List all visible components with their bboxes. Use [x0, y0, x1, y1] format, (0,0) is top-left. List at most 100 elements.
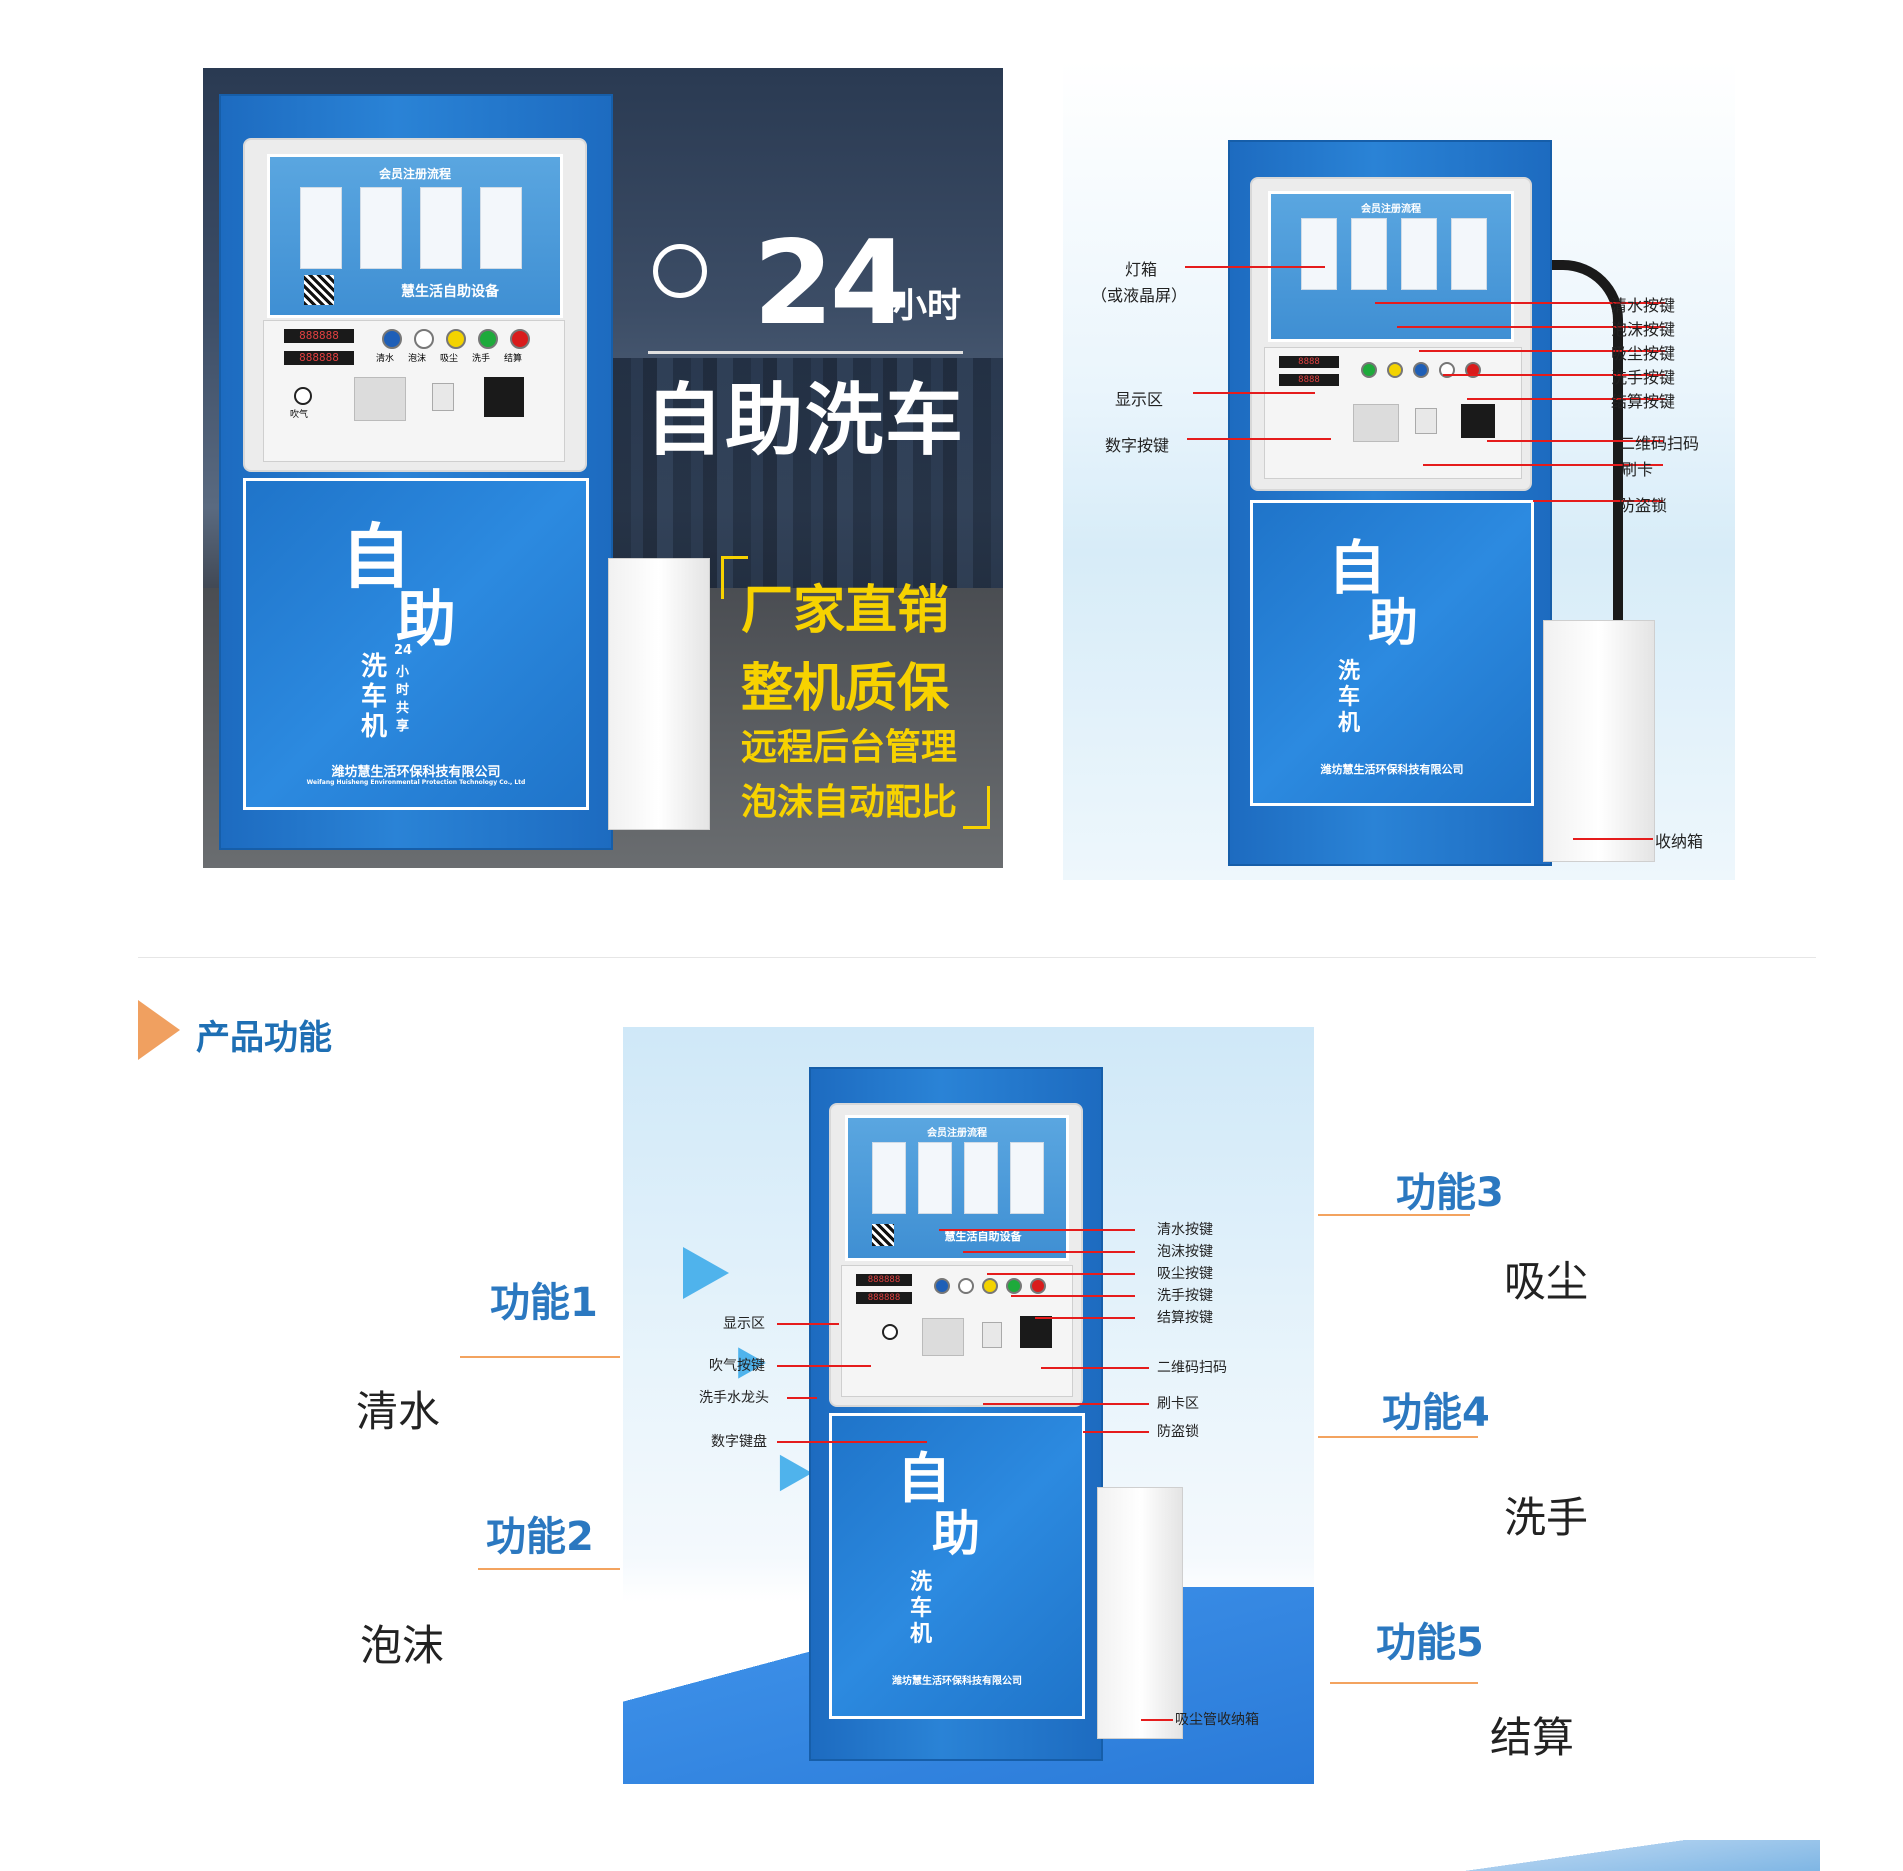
callout-label-qr: 二维码扫码: [1619, 434, 1700, 453]
checkout-button: [510, 329, 530, 349]
flow-card: [1351, 218, 1387, 290]
callout-line: [777, 1441, 927, 1443]
callout-label-storage: 吸尘管收纳箱: [1175, 1712, 1259, 1728]
callout-label-storage: 收纳箱: [1655, 832, 1704, 851]
callout-label-card: 刷卡: [1621, 460, 1654, 479]
blow-button: [294, 387, 312, 405]
function-5-label: 功能5: [1376, 1620, 1484, 1666]
callout-label-handwash: 洗手按键: [1611, 368, 1676, 387]
callout-line: [787, 1397, 817, 1399]
callout-line: [1083, 1431, 1149, 1433]
display-area: 888888: [856, 1292, 912, 1304]
door-xiao: 小: [396, 665, 410, 680]
button-label: 结算: [504, 354, 523, 364]
light-box-screen: 会员注册流程 慧生活自助设备: [267, 154, 563, 318]
callout-line: [1533, 500, 1663, 502]
callout-line: [1035, 1317, 1135, 1319]
function-4-text: 洗手: [1504, 1493, 1589, 1542]
section-arrow-icon: [138, 1000, 180, 1060]
company-name: 潍坊慧生活环保科技有限公司: [892, 1676, 1022, 1687]
vacuum-button: [1413, 362, 1429, 378]
callout-label-card: 刷卡区: [1157, 1396, 1199, 1412]
screen-brand: 慧生活自助设备: [944, 1230, 1022, 1243]
callout-line: [1141, 1719, 1173, 1721]
function-4-label: 功能4: [1382, 1390, 1490, 1436]
flow-card: [300, 187, 342, 269]
storage-box: [1097, 1487, 1183, 1739]
callout-label-vacuum: 吸尘按键: [1611, 344, 1676, 363]
callout-line: [1419, 350, 1665, 352]
rinse-button: [1361, 362, 1377, 378]
callout-label-rinse: 清水按键: [1157, 1222, 1213, 1238]
door-char-ji: 机: [361, 712, 388, 742]
callout-line: [1487, 440, 1663, 442]
light-box-screen: 会员注册流程: [1268, 191, 1514, 342]
function-diagram: 会员注册流程 慧生活自助设备 888888 888888: [623, 1027, 1314, 1784]
button-label: 洗手: [472, 354, 491, 364]
light-box-screen: 会员注册流程 慧生活自助设备: [845, 1115, 1069, 1261]
door-char-che: 车: [1338, 685, 1361, 710]
control-area: 888888 888888: [841, 1265, 1073, 1397]
upper-panel: 会员注册流程 慧生活自助设备 888888 888888: [829, 1103, 1083, 1407]
bracket-open: [721, 556, 748, 599]
screen-title: 会员注册流程: [1361, 204, 1421, 215]
bullet-1: 厂家直销: [741, 581, 950, 641]
flow-card: [1451, 218, 1487, 290]
callout-line: [1443, 374, 1665, 376]
foam-button: [1387, 362, 1403, 378]
keypad: [1353, 404, 1399, 442]
callout-label-lock: 防盗锁: [1157, 1424, 1199, 1440]
lower-door: 自 助 洗 车 机 潍坊慧生活环保科技有限公司: [829, 1413, 1085, 1719]
door-24: 24: [394, 643, 413, 658]
door-gong: 共: [396, 701, 410, 716]
callout-label-lock: 防盗锁: [1619, 496, 1668, 515]
vacuum-button: [982, 1278, 998, 1294]
sun-icon: [653, 244, 707, 298]
qr-scanner: [1461, 404, 1495, 438]
control-area: 888888 888888 清水 泡沫 吸尘 洗手 结算 吹气: [263, 320, 565, 462]
display-area: 888888: [284, 329, 354, 343]
door-xiang: 享: [396, 719, 410, 734]
car-wash-machine: 会员注册流程 慧生活自助设备 888888 888888 清水 泡沫 吸尘 洗手: [219, 94, 613, 850]
flow-card: [360, 187, 402, 269]
door-char-zi: 自: [341, 516, 411, 598]
door-char-xi: 洗: [361, 652, 388, 682]
callout-line: [777, 1323, 839, 1325]
flow-card: [918, 1142, 952, 1214]
handwash-button: [1006, 1278, 1022, 1294]
function-1-line: [460, 1356, 620, 1358]
function-3-line: [1318, 1214, 1470, 1216]
button-label: 泡沫: [408, 354, 427, 364]
door-char-zi: 自: [1328, 534, 1387, 602]
hours-number: 24: [753, 216, 910, 351]
upper-panel: 会员注册流程 8888 8888: [1250, 177, 1532, 491]
callout-line: [1423, 464, 1663, 466]
foam-button: [958, 1278, 974, 1294]
bullet-3: 远程后台管理: [741, 727, 958, 768]
screen-title: 会员注册流程: [378, 167, 451, 181]
callout-label-foam: 泡沫按键: [1157, 1244, 1213, 1260]
flow-card: [872, 1142, 906, 1214]
qr-code: [304, 275, 334, 305]
storage-box: [1543, 620, 1655, 862]
callout-line: [1467, 398, 1665, 400]
annotated-machine-diagram: 会员注册流程 8888 8888 自 助 洗: [1063, 60, 1735, 880]
function-3-label: 功能3: [1396, 1170, 1504, 1216]
callout-label-keypad: 数字键盘: [711, 1434, 767, 1450]
callout-label-display: 显示区: [723, 1316, 765, 1332]
flow-card: [1301, 218, 1337, 290]
function-4-line: [1318, 1436, 1478, 1438]
callout-label-lcd: （或液晶屏）: [1091, 286, 1188, 305]
button-label: 清水: [376, 354, 395, 364]
bullet-2: 整机质保: [741, 659, 950, 719]
keypad: [354, 377, 406, 421]
function-3-text: 吸尘: [1504, 1257, 1589, 1306]
callout-label-foam: 泡沫按键: [1611, 320, 1676, 339]
qr-scanner: [484, 377, 524, 417]
display-area: 888888: [856, 1274, 912, 1286]
callout-label-keypad: 数字按键: [1105, 436, 1170, 455]
callout-line: [983, 1403, 1149, 1405]
qr-code: [872, 1224, 894, 1246]
decorative-footer-shape: [1250, 1840, 1820, 1871]
callout-label-display: 显示区: [1115, 390, 1164, 409]
